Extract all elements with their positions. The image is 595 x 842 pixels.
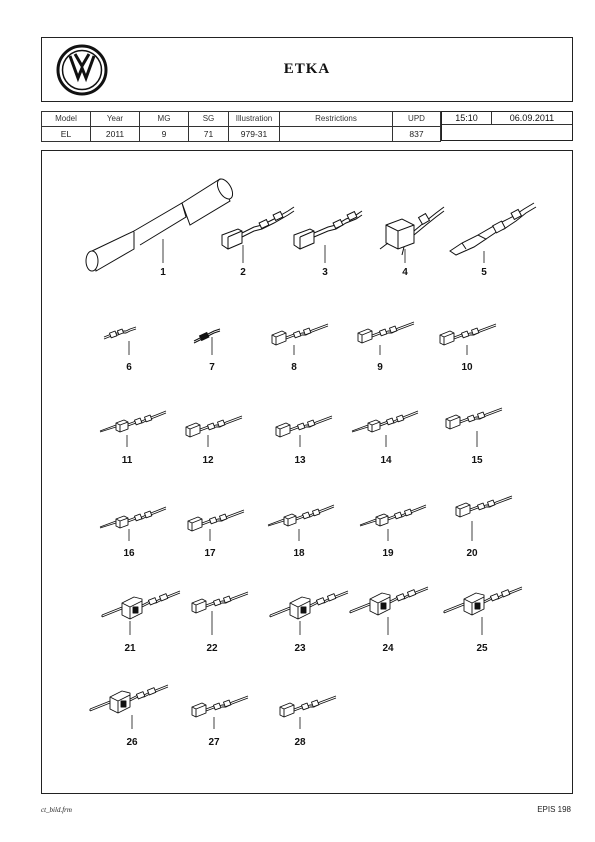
part-number: 22 xyxy=(206,643,218,654)
info-table: Model Year MG SG Illustration Restrictio… xyxy=(41,111,441,142)
time-value: 15:10 xyxy=(455,113,478,123)
part-number: 21 xyxy=(124,643,136,654)
part-number: 7 xyxy=(209,362,215,373)
part-number: 6 xyxy=(126,362,132,373)
part-number: 3 xyxy=(322,267,328,278)
illustration-box: 1 2 3 4 5 6 7 8 9 10 11 12 13 14 15 16 1… xyxy=(41,150,573,794)
part-number: 5 xyxy=(481,267,487,278)
part-3-drawing xyxy=(293,210,363,250)
part-18-drawing xyxy=(267,504,335,527)
part-number: 10 xyxy=(461,362,473,373)
part-13-drawing xyxy=(275,415,333,438)
footer-filename: ct_bild.frm xyxy=(41,806,72,814)
part-26-drawing xyxy=(89,684,169,714)
footer-page-code: EPIS 198 xyxy=(537,805,571,814)
part-number: 12 xyxy=(202,455,214,466)
page-title: ETKA xyxy=(283,61,331,77)
part-9-drawing xyxy=(357,321,415,344)
part-12-drawing xyxy=(185,415,243,438)
label-illustration: Illustration xyxy=(228,111,280,127)
part-number: 23 xyxy=(294,643,306,654)
part-number: 28 xyxy=(294,737,306,748)
value-restrictions xyxy=(279,126,393,142)
value-illustration: 979-31 xyxy=(228,126,280,142)
label-sg: SG xyxy=(188,111,229,127)
timestamp-box: 15:10 06.09.2011 xyxy=(441,111,573,141)
label-year: Year xyxy=(90,111,140,127)
part-20-drawing xyxy=(455,495,513,518)
part-number: 15 xyxy=(471,455,483,466)
value-sg: 71 xyxy=(188,126,229,142)
info-values-row: EL 2011 9 71 979-31 837 xyxy=(41,126,441,142)
part-number: 14 xyxy=(380,455,392,466)
part-number: 13 xyxy=(294,455,306,466)
value-model: EL xyxy=(41,126,91,142)
part-number: 26 xyxy=(126,737,138,748)
part-number: 17 xyxy=(204,548,216,559)
part-number: 25 xyxy=(476,643,488,654)
label-model: Model xyxy=(41,111,91,127)
label-upd: UPD xyxy=(392,111,441,127)
part-15-drawing xyxy=(445,407,503,430)
part-number: 8 xyxy=(291,362,297,373)
part-6-drawing xyxy=(103,326,137,340)
leader-lines xyxy=(126,239,485,729)
part-number: 11 xyxy=(122,455,133,466)
part-number: 9 xyxy=(377,362,383,373)
part-number: 20 xyxy=(466,548,478,559)
value-upd: 837 xyxy=(392,126,441,142)
part-22-drawing xyxy=(191,591,249,614)
part-8-drawing xyxy=(271,323,329,346)
vw-logo xyxy=(56,44,108,96)
value-year: 2011 xyxy=(90,126,140,142)
info-labels-row: Model Year MG SG Illustration Restrictio… xyxy=(41,111,441,127)
part-23-drawing xyxy=(269,590,349,620)
part-5-drawing xyxy=(449,202,537,256)
part-number: 1 xyxy=(160,267,166,278)
part-14-drawing xyxy=(351,410,419,433)
date-value: 06.09.2011 xyxy=(509,113,555,123)
part-number: 19 xyxy=(382,548,394,559)
part-number: 16 xyxy=(123,548,135,559)
part-27-drawing xyxy=(191,695,249,718)
part-24-drawing xyxy=(349,586,429,616)
part-16-drawing xyxy=(99,506,167,529)
part-25-drawing xyxy=(443,586,523,616)
part-1-drawing xyxy=(85,178,234,272)
part-4-drawing xyxy=(379,206,445,256)
part-2-drawing xyxy=(221,206,295,250)
value-mg: 9 xyxy=(139,126,189,142)
part-7-drawing xyxy=(193,328,221,344)
part-number: 2 xyxy=(240,267,246,278)
part-11-drawing xyxy=(99,410,167,433)
header-box: ETKA xyxy=(41,37,573,102)
parts-illustration: 1 2 3 4 5 6 7 8 9 10 11 12 13 14 15 16 1… xyxy=(85,178,537,748)
part-number: 18 xyxy=(293,548,305,559)
part-28-drawing xyxy=(279,695,337,718)
label-mg: MG xyxy=(139,111,189,127)
part-number: 27 xyxy=(208,737,220,748)
part-21-drawing xyxy=(101,590,181,620)
part-19-drawing xyxy=(359,504,427,527)
part-17-drawing xyxy=(187,509,245,532)
part-10-drawing xyxy=(439,323,497,346)
label-restrictions: Restrictions xyxy=(279,111,393,127)
part-number: 4 xyxy=(402,267,408,278)
part-number: 24 xyxy=(382,643,394,654)
